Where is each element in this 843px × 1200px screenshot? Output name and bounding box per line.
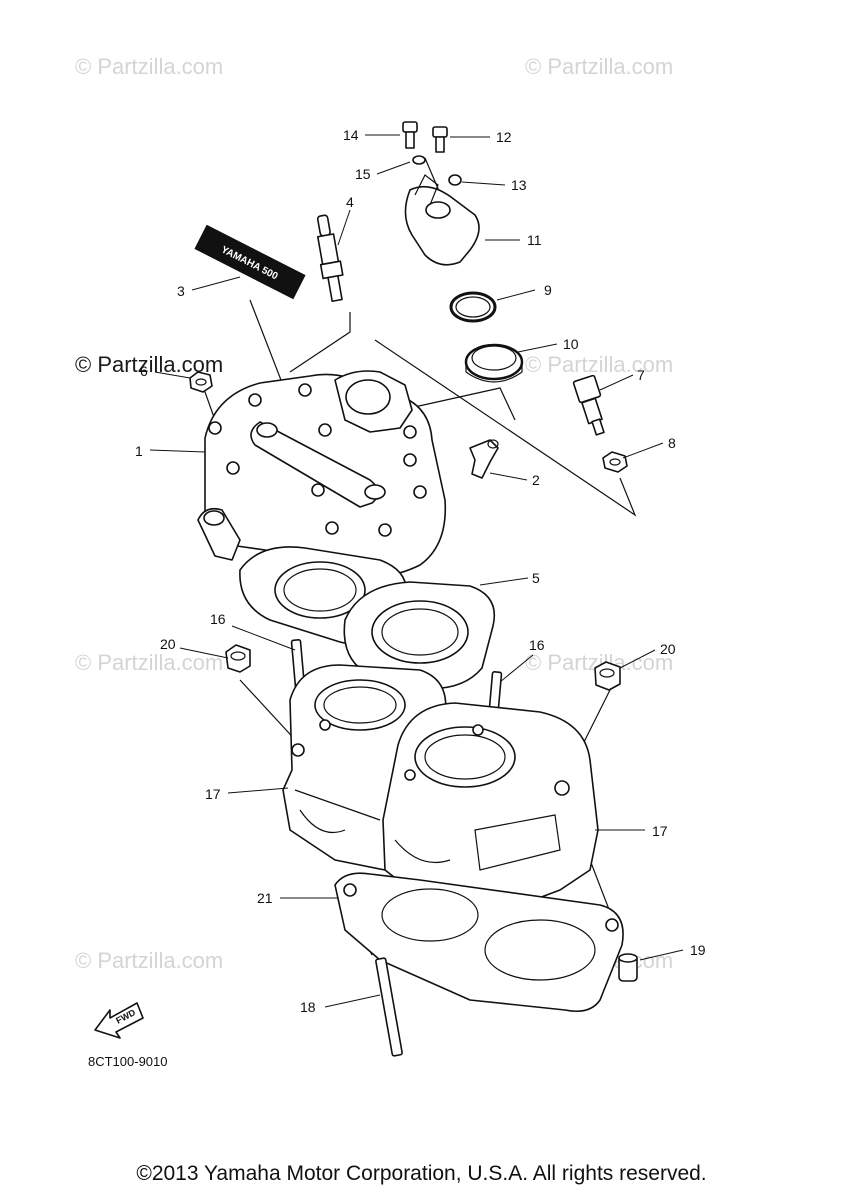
- assembly-line: [239, 679, 301, 746]
- part-11-thermostat-cover: [404, 174, 480, 266]
- callout-12: 12: [496, 129, 512, 145]
- callout-18: 18: [300, 999, 316, 1015]
- part-21-base-gasket: [334, 872, 624, 1013]
- callout-5: 5: [532, 570, 540, 586]
- callout-16: 16: [210, 611, 226, 627]
- part-15-washer: [412, 155, 426, 165]
- part-6-nut: [189, 371, 213, 393]
- part-19-dowel: [618, 953, 638, 982]
- callout-4: 4: [346, 194, 354, 210]
- leader-lines: [149, 134, 684, 1008]
- part-12-bolt: [432, 126, 448, 153]
- part-2-fitting: [469, 439, 499, 479]
- callout-2: 2: [532, 472, 540, 488]
- part-3-decal: YAMAHA 500: [194, 224, 306, 300]
- assembly-line: [289, 312, 351, 373]
- diagram-code: 8CT100-9010: [88, 1054, 168, 1069]
- part-20-nut: [594, 661, 621, 691]
- callout-21: 21: [257, 890, 273, 906]
- part-8-nut: [602, 451, 628, 473]
- callout-7: 7: [637, 367, 645, 383]
- part-1-cylinder-head: [197, 370, 447, 578]
- callout-20: 20: [660, 641, 676, 657]
- callout-8: 8: [668, 435, 676, 451]
- part-17-cylinder: [382, 702, 599, 921]
- part-17-cylinder: [282, 664, 447, 871]
- watermark: © Partzilla.com: [75, 650, 224, 675]
- watermark: © Partzilla.com: [75, 948, 224, 973]
- callout-3: 3: [177, 283, 185, 299]
- watermark: © Partzilla.com: [525, 54, 674, 79]
- callout-20: 20: [160, 636, 176, 652]
- copyright-notice: ©2013 Yamaha Motor Corporation, U.S.A. A…: [136, 1162, 707, 1185]
- part-20-nut: [225, 644, 251, 673]
- part-4-spark-plug: [316, 214, 344, 303]
- assembly-line: [409, 387, 516, 421]
- callout-15: 15: [355, 166, 371, 182]
- callout-19: 19: [690, 942, 706, 958]
- callout-11: 11: [527, 232, 542, 248]
- part-13-collar: [448, 174, 462, 186]
- callout-13: 13: [511, 177, 527, 193]
- part-14-bolt: [402, 121, 418, 149]
- watermark: © Partzilla.com: [75, 54, 224, 79]
- callout-14: 14: [343, 127, 359, 143]
- fwd-arrow-icon: FWD: [94, 1002, 144, 1039]
- callout-16: 16: [529, 637, 545, 653]
- callout-6: 6: [140, 363, 148, 379]
- callout-17: 17: [205, 786, 221, 802]
- part-18-stud: [375, 957, 403, 1057]
- callout-17: 17: [652, 823, 668, 839]
- callout-1: 1: [135, 443, 143, 459]
- assembly-line: [374, 339, 637, 517]
- part-5-head-gasket: [239, 546, 495, 690]
- watermark: © Partzilla.com: [525, 352, 674, 377]
- callout-9: 9: [544, 282, 552, 298]
- callout-10: 10: [563, 336, 579, 352]
- part-10-gasket: [464, 343, 524, 383]
- part-7-thermo-sensor: [572, 374, 605, 436]
